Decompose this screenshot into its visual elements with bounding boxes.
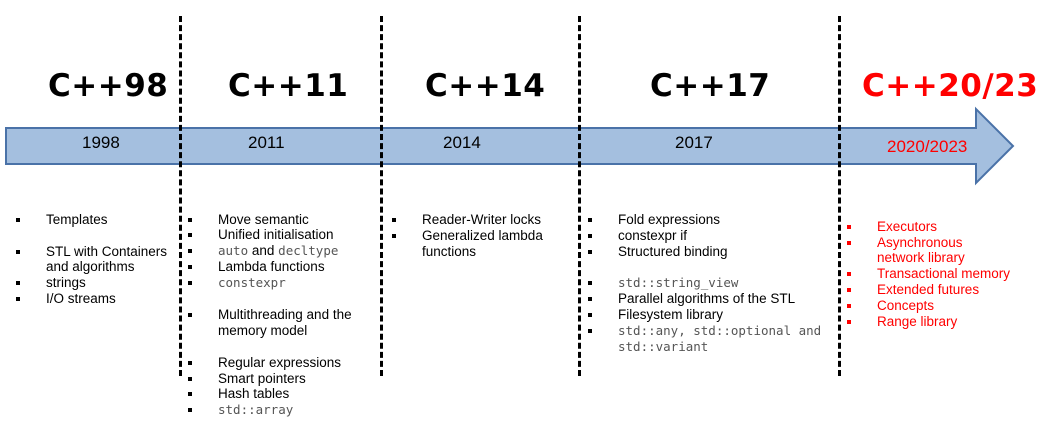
bullet-icon <box>188 281 192 285</box>
bullet-icon <box>188 408 192 412</box>
bullet-icon <box>16 218 20 222</box>
bullet-icon <box>847 304 851 308</box>
version-cpp14: C++14 <box>425 68 546 104</box>
year-1998: 1998 <box>82 133 120 152</box>
bullet-icon <box>847 288 851 292</box>
bullet-icon <box>188 392 192 396</box>
year-2014: 2014 <box>443 133 481 152</box>
bullet-icon <box>188 377 192 381</box>
bullet-icon <box>588 329 592 333</box>
bullet-icon <box>847 241 851 245</box>
year-2011: 2011 <box>248 133 285 152</box>
version-cpp20-23: C++20/23 <box>862 68 1038 104</box>
bullet-icon <box>847 272 851 276</box>
version-cpp17: C++17 <box>650 68 771 104</box>
year-2020-2023: 2020/2023 <box>887 137 968 156</box>
bullet-icon <box>392 234 396 238</box>
keyword-decltype: decltype <box>278 243 339 258</box>
bullet-icon <box>847 225 851 229</box>
bullet-icon <box>588 250 592 254</box>
bullet-icon <box>588 297 592 301</box>
era-divider-3 <box>578 16 581 376</box>
bullet-icon <box>16 250 20 254</box>
bullet-icon <box>588 234 592 238</box>
bullet-icon <box>16 297 20 301</box>
bullet-icon <box>188 361 192 365</box>
version-cpp98: C++98 <box>48 68 169 104</box>
keyword-auto: auto <box>218 243 249 258</box>
bullet-icon <box>392 218 396 222</box>
bullet-icon <box>188 233 192 237</box>
era-divider-4 <box>838 16 841 376</box>
bullet-icon <box>588 313 592 317</box>
era-divider-1 <box>179 16 182 376</box>
era-divider-2 <box>380 16 383 376</box>
year-2017: 2017 <box>675 133 713 152</box>
bullet-icon <box>847 320 851 324</box>
bullet-icon <box>588 281 592 285</box>
bullet-icon <box>188 313 192 317</box>
version-cpp11: C++11 <box>228 68 349 104</box>
timeline-arrow-shape <box>5 106 1015 186</box>
bullet-icon <box>188 249 192 253</box>
bullet-icon <box>188 265 192 269</box>
bullet-icon <box>588 218 592 222</box>
bullet-icon <box>16 281 20 285</box>
bullet-icon <box>188 218 192 222</box>
